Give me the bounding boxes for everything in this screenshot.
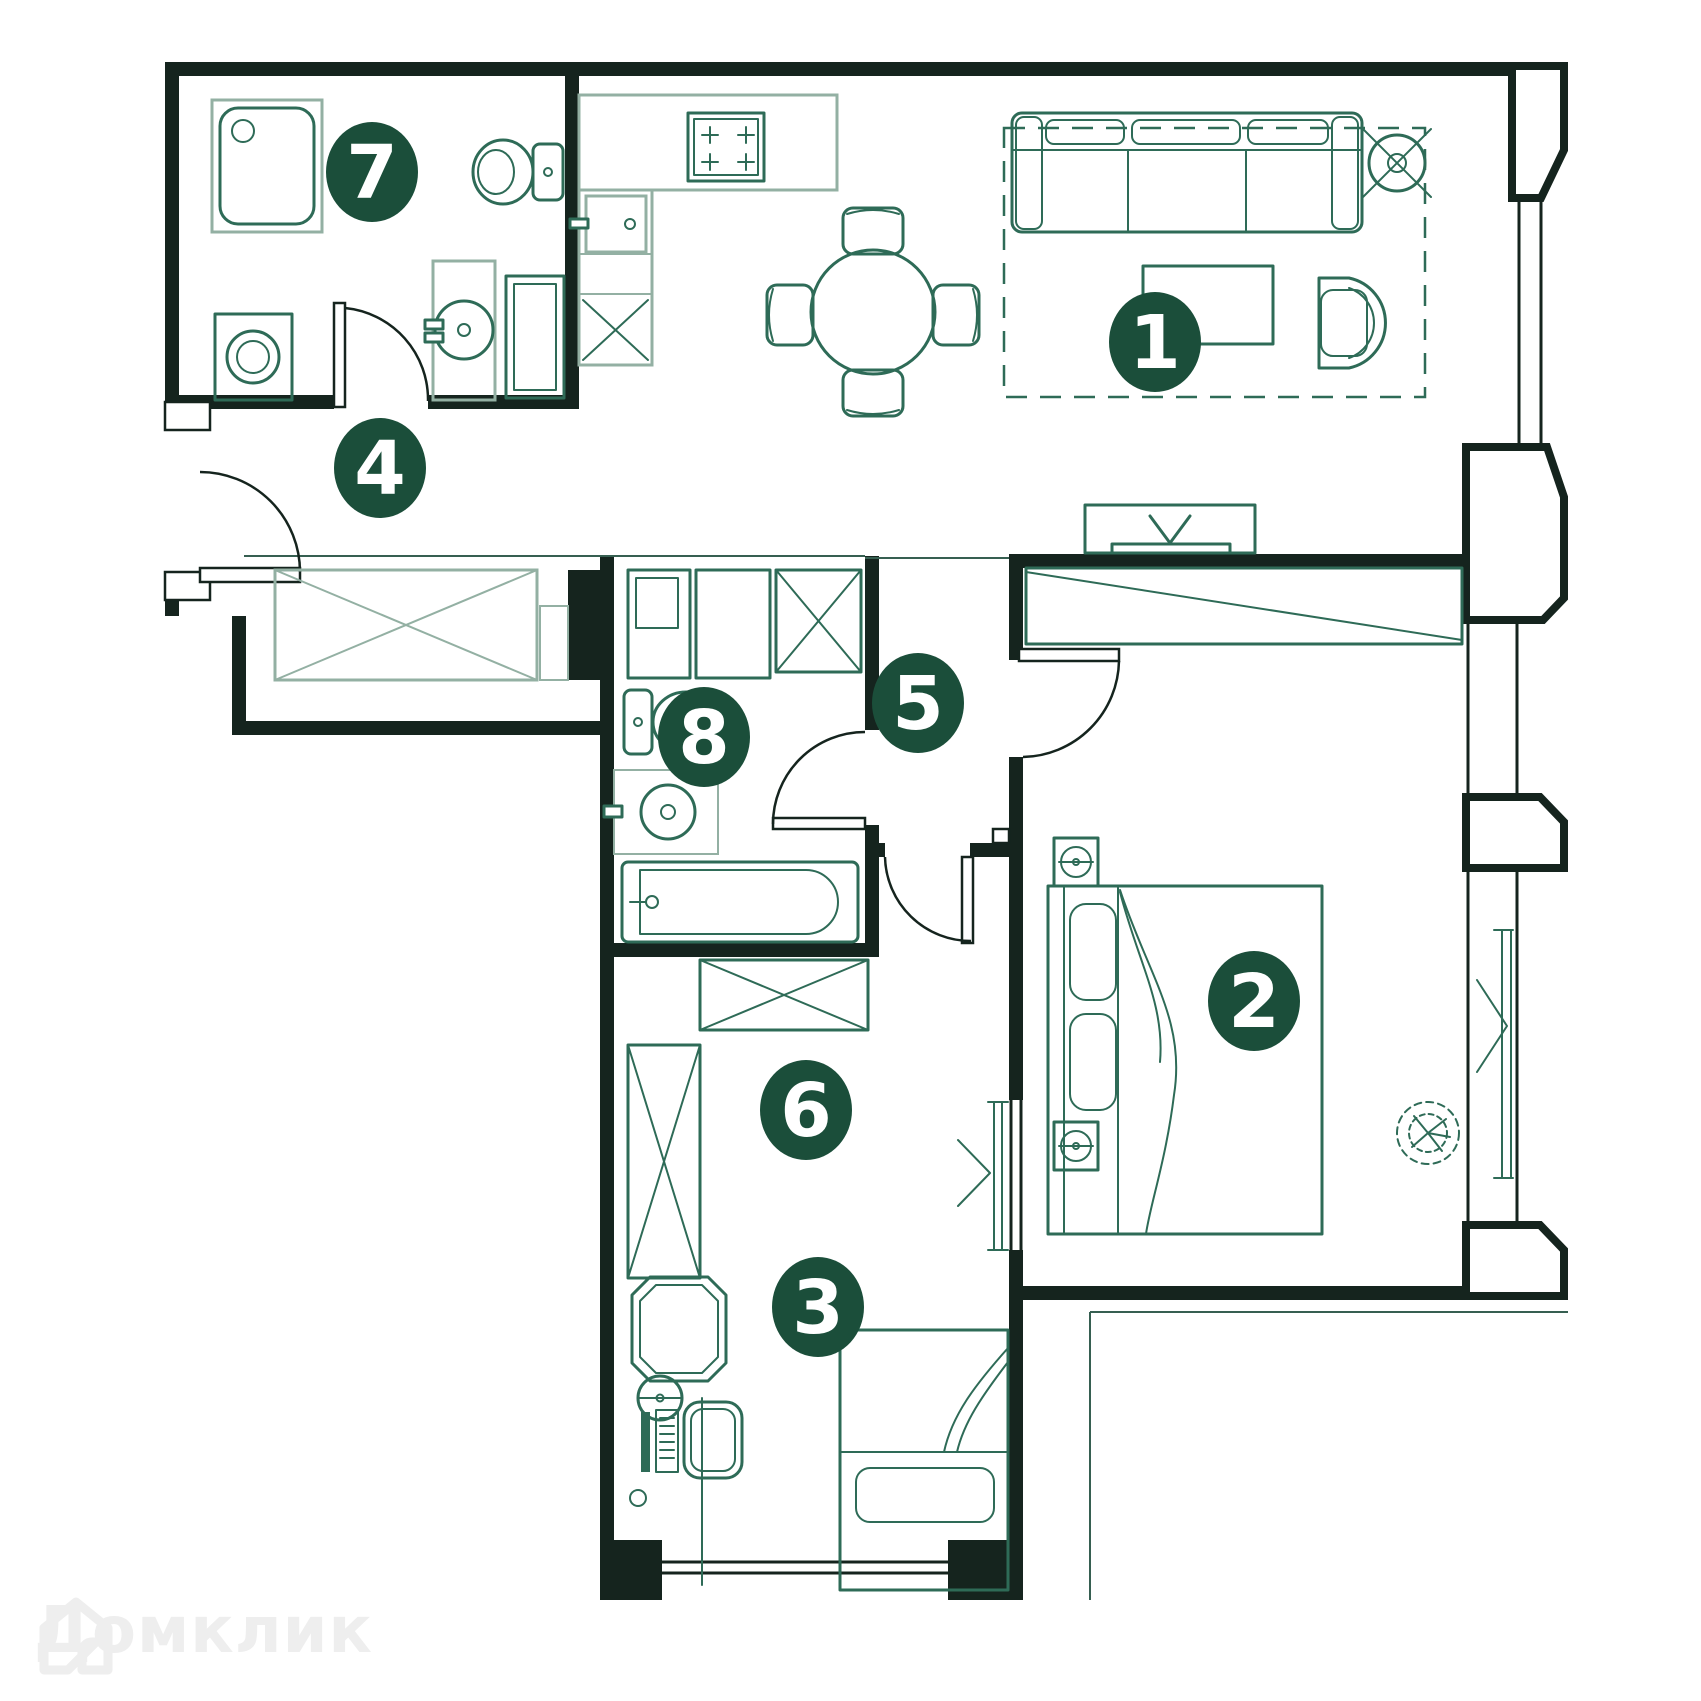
kitchen <box>568 93 981 418</box>
bathroom-sink <box>602 769 719 855</box>
kitchen-cabinet-column <box>568 188 654 367</box>
bedroom-door <box>991 647 1121 845</box>
house-logo-icon <box>39 1597 113 1675</box>
svg-text:5: 5 <box>892 661 944 747</box>
windows <box>244 198 1568 1600</box>
room-badge-7: 7 <box>326 122 418 222</box>
svg-text:2: 2 <box>1228 959 1280 1045</box>
room-badge-6: 6 <box>760 1060 852 1160</box>
nightstand <box>1052 1120 1100 1172</box>
hallway-closet <box>273 568 569 682</box>
bathroom8-door <box>771 730 867 831</box>
room-badge-4: 4 <box>334 418 426 518</box>
room-badge-5: 5 <box>872 653 964 753</box>
tv-screen <box>1110 542 1232 555</box>
svg-text:7: 7 <box>346 130 398 216</box>
storage-wardrobe <box>774 568 863 674</box>
bedroom-window <box>1466 868 1519 1225</box>
wardrobe-top <box>698 958 870 1032</box>
floor-lamp <box>1362 128 1432 198</box>
living-room-window <box>1517 198 1543 447</box>
dressing-room-door <box>883 855 975 945</box>
watermark: Домклик <box>34 1594 373 1675</box>
bathroom-cabinet <box>504 274 566 400</box>
svg-text:6: 6 <box>780 1068 832 1154</box>
right-wall-piers <box>1462 62 1568 1300</box>
dining-table <box>765 206 981 418</box>
single-bed <box>838 1328 1010 1592</box>
dining-chair <box>841 206 905 256</box>
bedroom <box>1024 566 1464 1236</box>
plant <box>1396 1101 1460 1165</box>
living-zone <box>1002 111 1432 555</box>
room-badge-8: 8 <box>658 687 750 787</box>
storage-shelves <box>626 568 863 680</box>
zone-outline <box>1002 126 1427 399</box>
washing-machine <box>213 312 294 402</box>
watermark-text: Домклик <box>34 1594 373 1668</box>
dining-chair <box>765 283 815 347</box>
nightstand <box>1052 836 1100 888</box>
shower-tray <box>210 98 324 234</box>
toilet <box>471 138 565 206</box>
dining-chair <box>841 368 905 418</box>
fridge <box>582 299 649 361</box>
svg-text:4: 4 <box>354 426 406 512</box>
vanity-sink <box>423 259 497 402</box>
bathroom7-furniture <box>210 98 566 402</box>
svg-text:3: 3 <box>792 1265 844 1351</box>
monitor-icon <box>641 1412 650 1472</box>
room-badge-1: 1 <box>1109 292 1201 392</box>
kids-room-window <box>662 1554 948 1584</box>
keyboard-icon <box>655 1409 679 1473</box>
dressing-room <box>626 958 870 1280</box>
wall-pier-lower <box>1462 793 1568 872</box>
armchair <box>1317 276 1387 370</box>
dining-chair <box>931 283 981 347</box>
bathtub <box>620 860 860 944</box>
window-open-arrow <box>1476 979 1508 1073</box>
sofa <box>1010 111 1364 234</box>
wall-pier-top <box>1508 62 1568 202</box>
wall-pier-middle <box>1462 443 1568 624</box>
room-badge-3: 3 <box>772 1257 864 1357</box>
stool <box>636 1374 684 1422</box>
svg-text:1: 1 <box>1129 300 1181 386</box>
window-open-arrow <box>957 1139 991 1207</box>
room-badge-2: 2 <box>1208 951 1300 1051</box>
wardrobe-left <box>626 1043 702 1280</box>
desk-computer <box>629 1409 679 1507</box>
kids-room <box>629 1275 1010 1592</box>
doors <box>163 301 1121 945</box>
double-bed <box>1046 884 1324 1236</box>
wardrobe-side-window <box>1466 620 1519 797</box>
bathroom7-door <box>332 301 430 409</box>
tv-console <box>1083 503 1257 555</box>
built-in-wardrobe <box>1024 566 1464 646</box>
desk-chair <box>682 1400 744 1480</box>
armchair-octagon <box>630 1275 728 1383</box>
kitchen-counter <box>577 93 839 192</box>
dressing-room-window <box>957 1100 1023 1251</box>
svg-text:8: 8 <box>678 695 730 781</box>
stove <box>686 111 766 183</box>
kitchen-sink <box>568 194 648 254</box>
wall-pier-bottom <box>1462 1221 1568 1300</box>
mouse-icon <box>629 1489 647 1507</box>
